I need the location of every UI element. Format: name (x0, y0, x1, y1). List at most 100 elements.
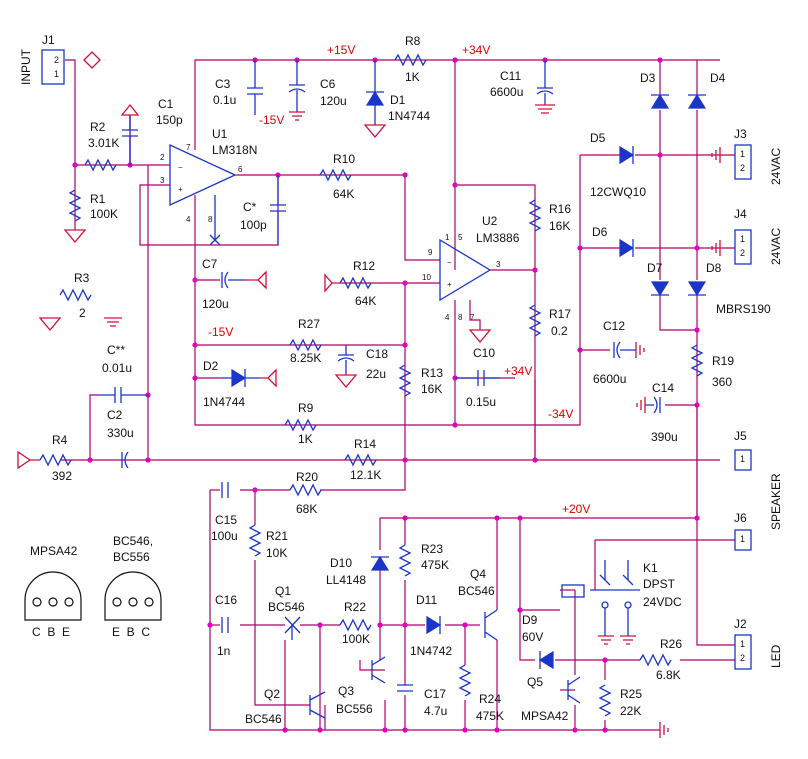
rail-plus34-top: +34V (462, 43, 491, 57)
c14-ref: C14 (652, 381, 675, 395)
cstar-value: 100p (240, 218, 267, 232)
d10-symbol (370, 555, 390, 571)
c10-ref: C10 (473, 346, 496, 360)
j6-pin-1: 1 (740, 534, 746, 544)
u2-symbol (439, 238, 492, 302)
d1-ref: D1 (390, 93, 406, 107)
svg-text:2: 2 (160, 153, 165, 162)
r1-value: 100K (90, 207, 119, 221)
j3-pin-2: 2 (740, 163, 746, 173)
rail-plus34-mid: +34V (504, 364, 533, 378)
c6-value: 120u (320, 94, 347, 108)
d8-symbol (687, 281, 707, 297)
c1-value: 150p (156, 113, 183, 127)
c12-symbol (613, 341, 636, 359)
svg-text:5: 5 (458, 233, 463, 242)
svg-text:6: 6 (238, 165, 243, 174)
r8-symbol (394, 53, 427, 67)
c2-ref: C2 (107, 408, 123, 422)
d7-symbol (650, 281, 670, 297)
q5-symbol (567, 676, 581, 704)
mpsa42-outline (24, 571, 82, 621)
rail-minus15-top: -15V (259, 113, 285, 127)
j2-body (734, 634, 752, 670)
c14-value: 390u (651, 430, 678, 444)
u2-ref: U2 (482, 214, 498, 228)
j3-ref: J3 (734, 127, 747, 141)
r27-ref: R27 (298, 317, 321, 331)
r20-value: 68K (296, 502, 318, 516)
r14-symbol (344, 453, 377, 467)
c18-value: 22u (366, 367, 387, 381)
r10-value: 64K (333, 187, 355, 201)
c18-symbol (337, 345, 355, 375)
c18-ref: C18 (366, 347, 389, 361)
bc546-pinout-pins: E B C (112, 625, 151, 639)
j6-ref: J6 (734, 511, 747, 525)
r12-ref: R12 (353, 259, 376, 273)
r22-symbol (339, 618, 372, 632)
c1-ref: C1 (158, 97, 174, 111)
r8-ref: R8 (405, 34, 421, 48)
c7-ref: C7 (202, 257, 218, 271)
rail-plus15: +15V (327, 43, 356, 57)
j4-name: 24VAC (769, 227, 783, 265)
c7-value: 120u (202, 297, 229, 311)
svg-text:9: 9 (428, 248, 433, 257)
r9-value: 1K (298, 432, 313, 446)
d4-symbol (687, 93, 707, 109)
c17-ref: C17 (424, 687, 447, 701)
j6-name: SPEAKER (769, 473, 783, 530)
r12-value: 64K (355, 294, 377, 308)
k1-coil: 24VDC (643, 595, 682, 609)
r1-symbol (68, 189, 82, 222)
d8-value: MBRS190 (716, 302, 771, 316)
j2-name: LED (769, 644, 783, 668)
q2-value: BC546 (245, 712, 282, 726)
r17-symbol (528, 304, 542, 337)
c10-value: 0.15u (466, 395, 497, 409)
d4-ref: D4 (710, 71, 726, 85)
q4-symbol (484, 609, 498, 641)
rail-minus15-mid: -15V (208, 325, 234, 339)
svg-text:−: − (178, 163, 183, 172)
svg-text:4: 4 (445, 313, 450, 322)
d9-symbol (538, 650, 554, 670)
rail-minus34: -34V (548, 407, 574, 421)
r23-ref: R23 (421, 542, 444, 556)
r8-value: 1K (405, 70, 420, 84)
q1-symbol (284, 616, 301, 640)
q2-ref: Q2 (264, 687, 281, 701)
d9-ref: D9 (522, 613, 538, 627)
c3-symbol (247, 60, 263, 115)
bc546-pinout-title-2: BC556 (113, 550, 150, 564)
r13-ref: R13 (421, 366, 444, 380)
j1-name: INPUT (19, 49, 33, 85)
svg-text:8: 8 (458, 313, 463, 322)
c2-symbol (121, 451, 129, 469)
q3-value: BC556 (336, 702, 373, 716)
d6-ref: D6 (592, 225, 608, 239)
j5-pin-1: 1 (740, 454, 746, 464)
d3-symbol (650, 93, 670, 109)
j5-ref: J5 (734, 429, 747, 443)
c6-ref: C6 (320, 77, 336, 91)
r20-symbol (289, 483, 322, 497)
c16-value: 1n (217, 644, 231, 658)
j3-pin-1: 1 (740, 149, 746, 159)
j1-body (41, 49, 65, 85)
j4-body (734, 229, 752, 265)
d2-ref: D2 (203, 359, 219, 373)
mpsa42-pinout-title: MPSA42 (30, 544, 78, 558)
svg-text:10: 10 (422, 273, 431, 282)
r21-value: 10K (266, 546, 288, 560)
r3-value: 2 (79, 306, 86, 320)
r9-ref: R9 (298, 401, 314, 415)
r13-symbol (398, 364, 412, 397)
k1-type: DPST (643, 577, 676, 591)
svg-text:−: − (447, 258, 452, 267)
r26-symbol (639, 653, 672, 667)
c3-value: 0.1u (213, 93, 237, 107)
transistor-symbols (284, 609, 581, 719)
j6-body (734, 529, 752, 551)
